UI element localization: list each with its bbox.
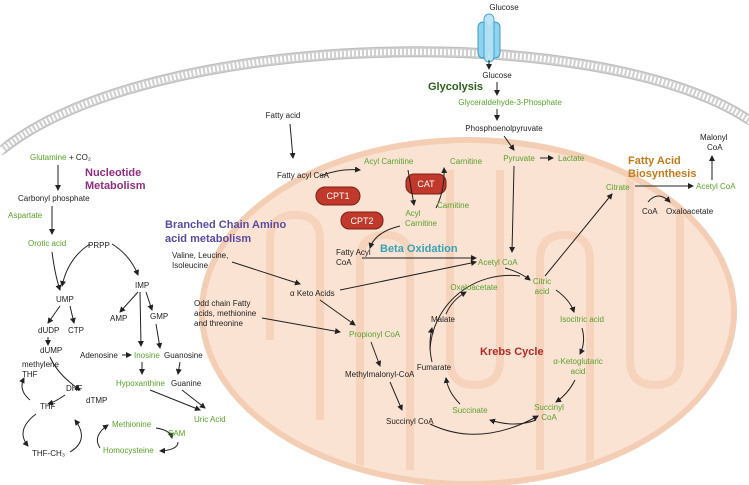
pep-label: Phosphoenolpyruvate xyxy=(465,124,543,133)
citric-acid-label-l2: acid xyxy=(535,287,550,296)
vli-label-l1: Valine, Leucine, xyxy=(172,251,228,260)
odd-chain-label-l2: acids, methionine xyxy=(194,309,257,318)
cat-label: CAT xyxy=(417,179,435,189)
malonyl-coa-label-l2: CoA xyxy=(707,143,723,152)
fas-oxaloacetate-label: Oxaloacetate xyxy=(666,207,714,216)
uric-acid-label: Uric Acid xyxy=(194,415,226,424)
acyl-carnitine-label: Acyl Carnitine xyxy=(364,157,414,166)
orotic-acid-label: Orotic acid xyxy=(28,239,66,248)
propionyl-coa-label: Propionyl CoA xyxy=(349,330,401,339)
nucleotide-title-l1: Nucleotide xyxy=(85,167,141,179)
glucose-transporter xyxy=(477,13,501,63)
vli-label-l2: Isoleucine xyxy=(172,261,209,270)
homocysteine-label: Homocysteine xyxy=(103,446,154,455)
acetyl-coa-krebs-label: Acetyl CoA xyxy=(478,258,518,267)
fas-acetyl-coa-label: Acetyl CoA xyxy=(696,182,736,191)
succinate-label: Succinate xyxy=(452,406,488,415)
fatty-acid-label: Fatty acid xyxy=(266,111,301,120)
carnitine-2-label: Carnitine xyxy=(437,201,470,210)
glycolysis-title: Glycolysis xyxy=(428,81,483,93)
aspartate-label: Aspartate xyxy=(8,211,43,220)
krebs-cycle-title: Krebs Cycle xyxy=(480,346,544,358)
thf-label: THF xyxy=(40,402,56,411)
oxaloacetate-krebs-label: Oxaloacetate xyxy=(450,283,498,292)
beta-oxidation-title: Beta Oxidation xyxy=(380,243,458,255)
ump-label: UMP xyxy=(56,295,74,304)
sam-label: SAM xyxy=(168,429,186,438)
succinyl-coa-krebs-label-l1: Succinyl xyxy=(534,403,564,412)
g3p-label: Glyceraldehyde-3-Phosphate xyxy=(458,98,562,107)
prpp-label: PRPP xyxy=(88,241,110,250)
malate-label: Malate xyxy=(431,315,456,324)
cpt1-label: CPT1 xyxy=(326,191,349,201)
methylmalonyl-coa-label: Methylmalonyl-CoA xyxy=(345,370,415,379)
glutamine-label: Glutamine xyxy=(30,153,67,162)
dtmp-label: dTMP xyxy=(86,396,107,405)
guanosine-label: Guanosine xyxy=(164,351,203,360)
carnitine-top-label: Carnitine xyxy=(450,157,483,166)
methionine-label: Methionine xyxy=(112,420,152,429)
malonyl-coa-label-l1: Malonyl xyxy=(700,133,728,142)
inosine-label: Inosine xyxy=(134,351,160,360)
fas-coa-label: CoA xyxy=(642,207,658,216)
amp-label: AMP xyxy=(110,314,127,323)
cat-enzyme: CAT xyxy=(405,173,447,195)
fatty-acyl-coa-label: Fatty acyl CoA xyxy=(277,171,330,180)
lactate-label: Lactate xyxy=(558,154,585,163)
gmp-label: GMP xyxy=(150,312,168,321)
citric-acid-label-l1: Citric xyxy=(533,277,551,286)
glucose-inside-label: Glucose xyxy=(482,71,512,80)
akg-label-l2: acid xyxy=(571,367,586,376)
cpt1-enzyme: CPT1 xyxy=(315,186,361,206)
cpt2-enzyme: CPT2 xyxy=(340,211,384,230)
dhf-label: DHF xyxy=(66,384,83,393)
fatty-acyl-coa-2-label-l2: CoA xyxy=(336,258,352,267)
thf-ch3-label: THF-CH₃ xyxy=(32,449,65,458)
acyl-carnitine-2-label-l2: Carnitine xyxy=(405,219,438,228)
ctp-label: CTP xyxy=(68,326,84,335)
carbamoyl-phosphate-label: Carbonyl phosphate xyxy=(18,194,90,203)
methylene-thf-label-l1: methylene xyxy=(22,360,59,369)
acyl-carnitine-2-label-l1: Acyl xyxy=(405,209,420,218)
fas-title-l2: Biosynthesis xyxy=(628,168,696,180)
fumarate-label: Fumarate xyxy=(417,363,452,372)
odd-chain-label-l3: and threonine xyxy=(194,319,243,328)
co2-label: + CO₂ xyxy=(69,153,91,162)
akg-label-l1: α-Ketoglutaric xyxy=(553,357,603,366)
nucleotide-title-l2: Metabolism xyxy=(85,180,146,192)
imp-label: IMP xyxy=(135,281,149,290)
glucose-outside-label: Glucose xyxy=(489,3,519,12)
succinyl-coa-krebs-label-l2: CoA xyxy=(541,413,557,422)
fatty-acyl-coa-2-label-l1: Fatty Acyl xyxy=(336,248,371,257)
mitochondrion xyxy=(199,137,737,485)
bcaa-title-l2: acid metabolism xyxy=(165,233,251,245)
cpt2-label: CPT2 xyxy=(350,216,373,226)
odd-chain-label-l1: Odd chain Fatty xyxy=(194,299,250,308)
pyruvate-label: Pyruvate xyxy=(503,154,535,163)
dudp-label: dUDP xyxy=(38,326,59,335)
bcaa-title-l1: Branched Chain Amino xyxy=(165,219,286,231)
methylene-thf-label-l2: THF xyxy=(22,370,38,379)
isocitric-acid-label: Isocitric acid xyxy=(560,315,604,324)
fas-title-l1: Fatty Acid xyxy=(628,155,681,167)
hypoxanthine-label: Hypoxanthine xyxy=(116,379,165,388)
alpha-keto-acids-label: α Keto Acids xyxy=(290,289,335,298)
dump-label: dUMP xyxy=(40,346,62,355)
succinyl-coa-label: Succinyl CoA xyxy=(386,417,434,426)
citrate-label: Citrate xyxy=(606,183,630,192)
adenosine-label: Adenosine xyxy=(80,351,118,360)
guanine-label: Guanine xyxy=(171,379,202,388)
cell-membrane xyxy=(0,46,749,156)
